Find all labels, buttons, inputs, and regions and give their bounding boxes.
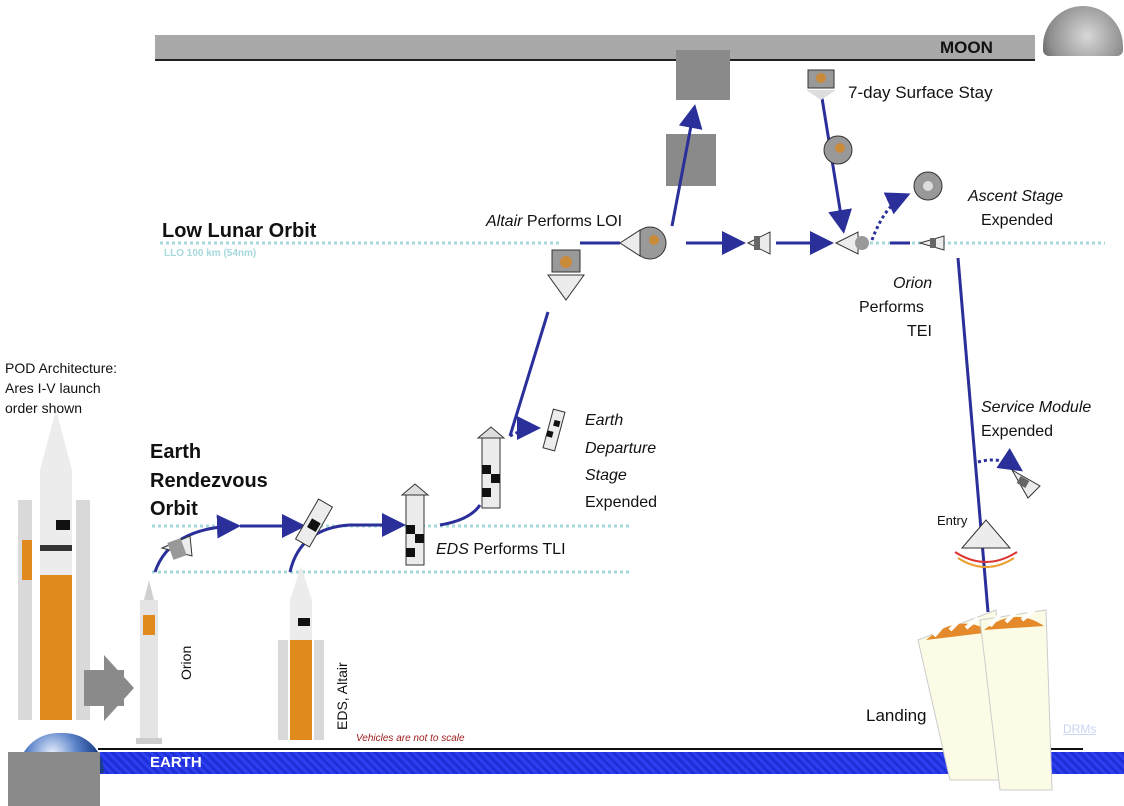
descent-trajectory <box>670 104 703 227</box>
not-to-scale-note: Vehicles are not to scale <box>356 733 465 744</box>
surface-stay-label: 7-day Surface Stay <box>848 83 993 102</box>
eds-tli-stack-icon <box>476 426 506 509</box>
orion-vehicle-label: Orion <box>178 645 194 680</box>
orion-capsule-icon <box>160 535 193 560</box>
service-module-expended-icon <box>1010 468 1041 499</box>
translunar-trajectory <box>508 311 550 437</box>
llo-altitude-label: LLO 100 km (54nm) <box>164 248 257 259</box>
eds-altair-vehicle-label: EDS, Altair <box>334 662 350 730</box>
altair-loi-text: Performs LOI <box>522 213 623 230</box>
ascent-stage-expended-label: Expended <box>981 212 1054 229</box>
earth-surface-bar <box>98 752 1124 774</box>
earth-surface-line <box>98 748 1083 750</box>
entry-label: Entry <box>937 513 968 528</box>
earth-departure-line1: Earth <box>585 412 624 429</box>
docked-orion-icon <box>834 231 869 255</box>
landing-label: Landing <box>866 706 927 725</box>
gray-placeholder-block <box>8 752 100 806</box>
orion-capsule-icon <box>746 231 771 255</box>
eds-tli-label: EDS Performs TLI <box>436 541 566 559</box>
earth-departure-line2: Departure <box>585 440 657 457</box>
eds-expended-icon <box>542 408 566 452</box>
arrow-right-icon <box>84 655 134 721</box>
earth-rendezvous-line2: Rendezvous <box>150 470 268 492</box>
pod-architecture-line3: order shown <box>5 400 83 416</box>
ascent-stage-icon <box>823 135 853 165</box>
pod-architecture-line2: Ares I-V launch <box>5 380 101 396</box>
earth-rendezvous-line3: Orbit <box>150 498 198 520</box>
ascent-stage-label: Ascent Stage <box>968 188 1064 205</box>
eds-tli-text: Performs TLI <box>468 541 566 558</box>
tli-burn-trajectory <box>439 504 482 527</box>
lander-icon <box>806 69 836 100</box>
capsule-icon <box>954 519 1018 568</box>
orion-tei-icon <box>918 235 945 251</box>
moon-surface-bar <box>155 35 1035 61</box>
service-module-expended-label: Expended <box>981 423 1054 440</box>
docked-stack-icon <box>294 498 334 548</box>
earth-departure-expended: Expended <box>585 494 658 511</box>
eds-disposal-trajectory <box>509 416 541 441</box>
orion-tei-line3: TEI <box>907 323 932 340</box>
eds-stack-icon <box>400 483 430 566</box>
moon-label: MOON <box>940 38 993 57</box>
earth-rendezvous-line1: Earth <box>150 441 202 463</box>
earth-label: EARTH <box>150 754 202 771</box>
ares-i-rocket-icon <box>136 580 162 744</box>
ascent-stage-disposal-trajectory <box>870 192 911 241</box>
tei-trajectory <box>956 257 990 613</box>
drms-link[interactable]: DRMs <box>1063 722 1097 736</box>
altair-loi-label: Altair Performs LOI <box>486 213 622 231</box>
service-module-label: Service Module <box>981 399 1092 416</box>
ares-v-small-rocket-icon <box>278 566 324 740</box>
earth-departure-line3: Stage <box>585 467 627 484</box>
gray-placeholder-block <box>676 50 730 100</box>
lander-orion-icon <box>619 226 667 260</box>
orion-tei-line2: Performs <box>859 299 924 316</box>
ares-v-rocket-icon <box>18 410 90 720</box>
eds-name: EDS <box>436 541 469 558</box>
orion-tei-line1: Orion <box>893 275 933 292</box>
altair-name: Altair <box>486 213 523 230</box>
ascent-stage-expended-icon <box>913 171 943 201</box>
pod-architecture-line1: POD Architecture: <box>5 360 118 376</box>
low-lunar-orbit-label: Low Lunar Orbit <box>162 220 317 242</box>
ascent-trajectory <box>153 514 241 573</box>
sm-disposal-trajectory <box>977 448 1023 472</box>
lander-icon <box>547 249 585 301</box>
parachute-icon <box>917 608 1053 791</box>
gray-placeholder-block <box>666 134 716 186</box>
